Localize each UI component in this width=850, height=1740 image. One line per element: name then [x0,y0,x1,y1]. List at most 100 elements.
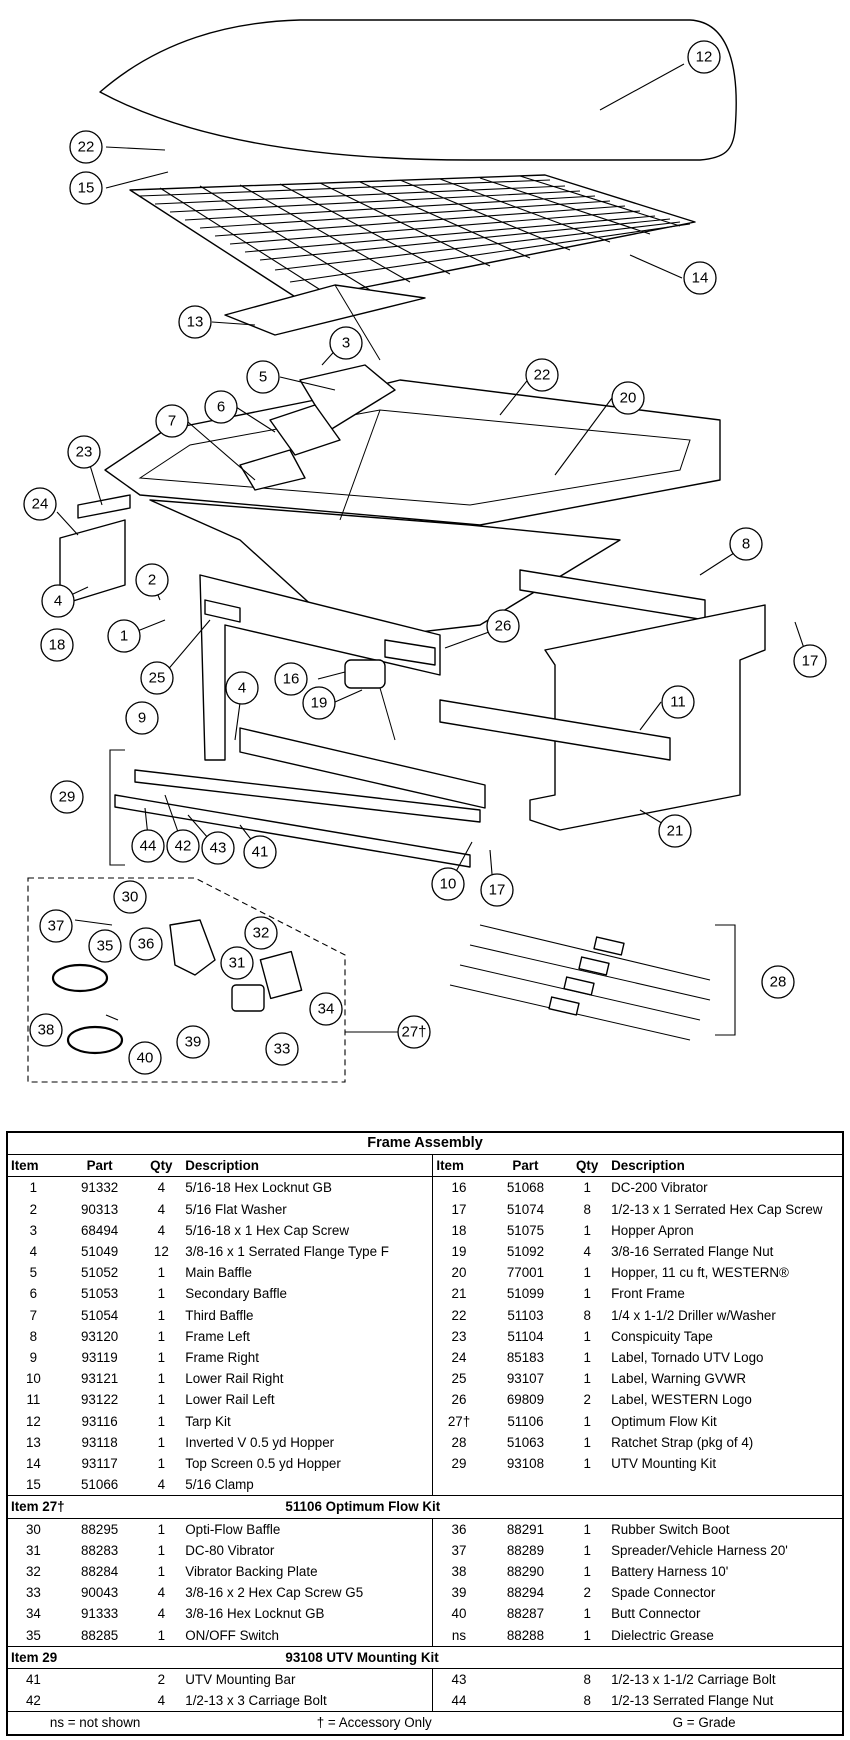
tarp [99,19,737,161]
qty-cell: 1 [157,1564,166,1580]
qty-cell: 4 [157,1180,166,1196]
item-cell: 9 [29,1350,38,1366]
part-cell: 88290 [506,1564,545,1580]
part-cell: 88283 [80,1542,119,1558]
header-part: Part [58,1154,141,1178]
description-cell: Opti-Flow Baffle [185,1521,281,1537]
qty-cell: 1 [157,1413,166,1429]
item-cell: 10 [25,1371,41,1387]
qty-cell: 1 [583,1350,591,1366]
qty-cell: 1 [583,1627,591,1643]
svg-text:22: 22 [534,367,551,384]
part-cell: 68494 [80,1222,119,1238]
callout-3: 3 [329,326,363,360]
callout-39: 39 [176,1025,210,1059]
description-cell: Dielectric Grease [611,1627,714,1643]
item-cell: 35 [25,1627,41,1643]
svg-text:1: 1 [120,628,128,645]
part-cell: 51052 [80,1265,119,1281]
callout-12: 12 [687,40,721,74]
item-cell: 39 [432,1582,485,1604]
callout-38: 38 [29,1013,63,1047]
section-item-label: Item 29 [7,1645,141,1670]
part-cell: 51075 [506,1222,545,1238]
item-cell: 44 [432,1690,485,1712]
qty-cell: 4 [157,1201,166,1217]
description-cell: Battery Harness 10' [611,1564,729,1580]
qty-cell: 1 [583,1413,591,1429]
item-cell: 34 [25,1606,41,1622]
svg-text:12: 12 [696,49,713,66]
item-cell: 18 [432,1219,485,1242]
item-cell: 27† [432,1410,485,1432]
qty-cell: 1 [583,1606,591,1622]
lower-rail-right [239,727,486,809]
svg-text:5: 5 [259,369,267,386]
part-cell: 51068 [506,1180,545,1196]
description-cell: Rubber Switch Boot [611,1521,730,1537]
svg-text:35: 35 [97,938,114,955]
svg-text:3: 3 [342,335,350,352]
svg-text:8: 8 [742,536,750,553]
item-cell: 4 [29,1244,38,1260]
qty-cell: 1 [157,1371,166,1387]
svg-text:37: 37 [48,918,65,935]
qty-cell: 1 [157,1350,166,1366]
item-cell: ns [432,1624,485,1647]
qty-cell: 1 [583,1180,591,1196]
qty-cell: 1 [583,1456,591,1472]
item-cell: 14 [25,1456,41,1472]
frame-right [199,574,441,761]
part-cell: 90043 [80,1585,119,1601]
description-cell: DC-80 Vibrator [185,1542,275,1558]
qty-cell: 4 [157,1222,166,1238]
svg-text:43: 43 [210,840,227,857]
description-cell: Lower Rail Left [185,1392,275,1408]
item-cell [432,1474,485,1496]
description-cell: UTV Mounting Kit [611,1456,717,1472]
footer-dagger-note: † = Accessory Only [182,1711,567,1735]
description-cell: 1/4 x 1-1/2 Driller w/Washer [611,1307,776,1323]
svg-text:28: 28 [770,974,787,991]
callout-8: 8 [729,527,763,561]
part-cell: 93118 [81,1434,118,1450]
part-cell: 93108 [506,1456,545,1472]
description-cell: 3/8-16 Hex Locknut GB [185,1606,325,1622]
section-title: 51106 Optimum Flow Kit [140,1495,843,1519]
item-cell: 32 [25,1564,41,1580]
part-cell [59,1690,141,1712]
description-cell: Vibrator Backing Plate [185,1564,318,1580]
part-cell: 91332 [80,1180,119,1196]
svg-text:4: 4 [54,593,62,610]
callout-4b: 4 [225,671,259,705]
svg-text:18: 18 [49,637,66,654]
description-cell: Label, Warning GVWR [611,1371,747,1387]
item-cell: 23 [432,1325,485,1348]
header-item: Item [7,1154,59,1178]
description-cell: Hopper Apron [611,1222,694,1238]
qty-cell: 1 [583,1564,591,1580]
qty-cell: 1 [157,1627,166,1643]
svg-text:34: 34 [318,1001,335,1018]
callout-44: 44 [131,829,165,863]
qty-cell: 1 [583,1286,591,1302]
description-cell: UTV Mounting Bar [185,1672,296,1688]
item-cell: 30 [25,1521,41,1537]
qty-cell: 1 [157,1542,166,1558]
qty-cell: 1 [583,1521,591,1537]
svg-text:13: 13 [187,314,204,331]
part-cell: 51049 [80,1244,119,1260]
item-cell: 20 [432,1262,485,1284]
footer-ns-note: ns = not shown [7,1711,183,1735]
header-qty: Qty [566,1154,609,1178]
item-cell: 25 [432,1368,485,1390]
